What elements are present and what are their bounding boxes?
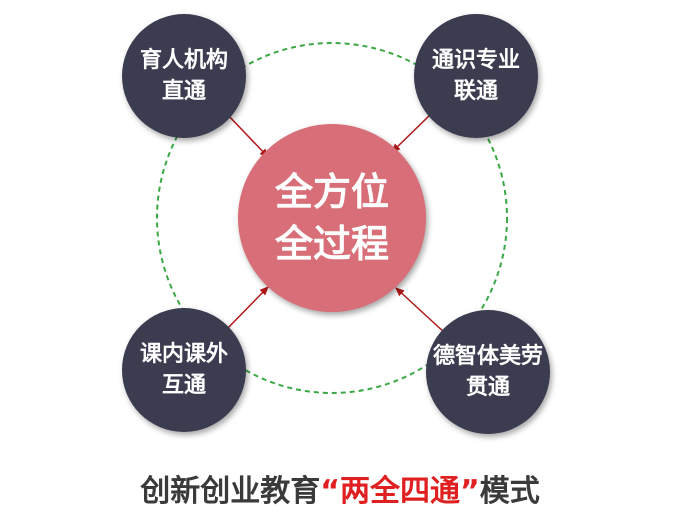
- arrow-top-left: [225, 112, 269, 158]
- node-bottom-left-line2: 互通: [161, 373, 206, 398]
- node-top-right-line1: 通识专业: [431, 48, 520, 73]
- caption: 创新创业教育“两全四通”模式: [0, 466, 680, 510]
- node-top-right-line2: 联通: [453, 79, 498, 104]
- node-bottom-right-line1: 德智体美劳: [432, 344, 543, 369]
- node-top-left: 育人机构 直通: [122, 14, 246, 138]
- node-top-left-line2: 直通: [161, 79, 206, 104]
- node-bottom-right: 德智体美劳 贯通: [426, 310, 550, 434]
- dashed-ring: [156, 42, 508, 394]
- node-bottom-left: 课内课外 互通: [122, 308, 246, 432]
- center-node-line2: 全过程: [274, 222, 389, 266]
- caption-highlight: “两全四通”: [320, 474, 480, 509]
- center-node: 全方位 全过程: [238, 124, 426, 312]
- node-bottom-left-line1: 课内课外: [139, 342, 228, 367]
- node-top-right: 通识专业 联通: [414, 14, 538, 138]
- arrow-bottom-left: [225, 286, 269, 331]
- center-node-line1: 全方位: [274, 170, 389, 214]
- arrow-bottom-right: [395, 287, 447, 335]
- node-bottom-right-line2: 贯通: [465, 375, 510, 400]
- caption-suffix: 模式: [479, 474, 540, 509]
- caption-prefix: 创新创业教育: [140, 474, 321, 509]
- arrow-top-right: [391, 112, 433, 153]
- node-top-left-line1: 育人机构: [139, 48, 228, 73]
